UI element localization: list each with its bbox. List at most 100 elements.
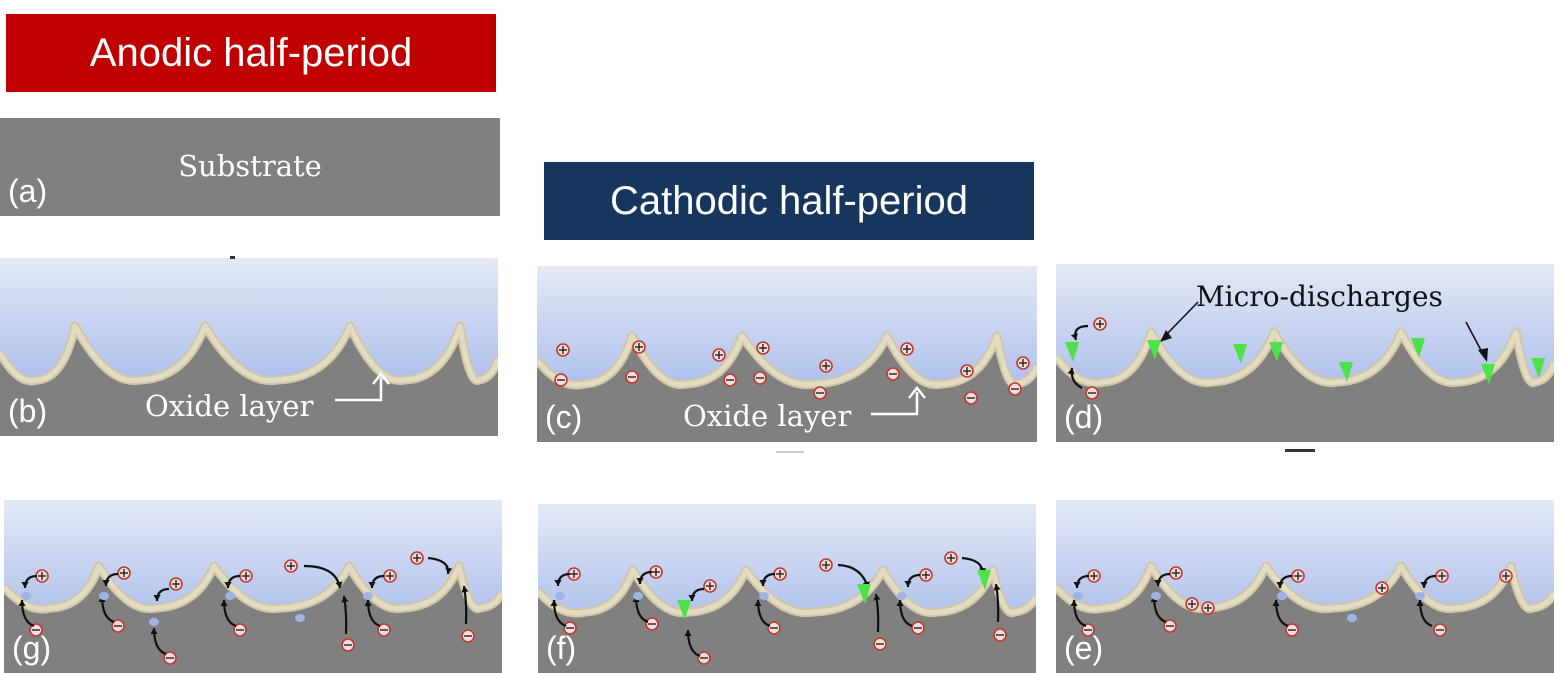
positive-ion-icon <box>960 364 974 378</box>
migration-arrow-icon <box>759 572 776 587</box>
migration-arrow-icon <box>873 593 881 633</box>
pointer-arrow-icon <box>335 371 390 402</box>
negative-ion-icon <box>625 370 639 384</box>
panel-f: (f) <box>538 504 1036 673</box>
migration-arrow-icon <box>1276 574 1293 589</box>
migration-arrow-icon <box>102 572 119 587</box>
micro-discharge-icon <box>1233 344 1247 364</box>
micro-discharges-label: Micro-discharges <box>1196 280 1443 313</box>
pore-dot <box>363 592 373 600</box>
migration-arrow-icon <box>368 574 385 589</box>
panel-e: (e) <box>1056 500 1554 673</box>
pore-dot <box>149 618 159 626</box>
negative-ion-icon <box>1085 386 1099 400</box>
migration-arrow-icon <box>636 570 653 585</box>
negative-ion-icon <box>111 619 125 633</box>
oxide-layer-label: Oxide layer <box>683 399 851 433</box>
negative-ion-icon <box>767 621 781 635</box>
migration-arrow-icon <box>153 587 170 602</box>
negative-ion-icon <box>29 623 43 637</box>
migration-arrow-icon <box>1154 572 1171 587</box>
pore-dot <box>1415 592 1425 600</box>
substrate-text: Substrate <box>178 149 322 183</box>
positive-ion-icon <box>1169 566 1183 580</box>
negative-ion-icon <box>1008 382 1022 396</box>
positive-ion-icon <box>35 569 49 583</box>
positive-ion-icon <box>1093 317 1107 331</box>
migration-arrow-icon <box>427 556 453 575</box>
pore-dot <box>897 592 907 600</box>
pore-dot <box>1347 614 1357 622</box>
migration-arrow-icon <box>993 583 1001 623</box>
negative-ion-icon <box>461 629 475 643</box>
migration-arrow-icon <box>754 599 771 628</box>
positive-ion-icon <box>756 341 770 355</box>
positive-ion-icon <box>712 348 726 362</box>
negative-ion-icon <box>1433 623 1447 637</box>
panel-a: Substrate (a) <box>0 118 500 216</box>
migration-arrow-icon <box>224 574 241 589</box>
migration-arrow-icon <box>341 595 349 635</box>
migration-arrow-icon <box>1073 574 1090 589</box>
migration-arrow-icon <box>684 629 701 658</box>
panel-label-d: (d) <box>1064 399 1104 435</box>
panel-label-f: (f) <box>546 630 577 666</box>
migration-arrow-icon <box>688 587 705 602</box>
substrate-region <box>538 570 1036 673</box>
panel-g: (g) <box>4 500 502 673</box>
migration-arrow-icon <box>904 573 921 588</box>
positive-ion-icon <box>1435 569 1449 583</box>
migration-arrow-icon <box>1070 599 1087 628</box>
positive-ion-icon <box>632 340 646 354</box>
micro-discharge-icon <box>1411 338 1425 358</box>
micro-discharge-icon <box>1065 342 1079 362</box>
negative-ion-icon <box>813 386 827 400</box>
pore-dot <box>633 592 643 600</box>
separator-mark <box>776 451 804 453</box>
pore-dot <box>225 592 235 600</box>
negative-ion-icon <box>645 617 659 631</box>
substrate-region <box>4 566 502 673</box>
migration-arrow-icon <box>550 599 567 628</box>
separator-mark <box>1285 449 1315 452</box>
negative-ion-icon <box>697 651 711 665</box>
negative-ion-icon <box>886 367 900 381</box>
micro-discharge-icon <box>1531 358 1545 378</box>
migration-arrow-icon <box>1416 599 1433 628</box>
negative-ion-icon <box>1285 623 1299 637</box>
positive-ion-icon <box>1375 581 1389 595</box>
negative-ion-icon <box>964 391 978 405</box>
separator-mark <box>230 256 235 259</box>
cathodic-banner: Cathodic half-period <box>544 162 1034 240</box>
positive-ion-icon <box>284 559 298 573</box>
substrate-block: Substrate <box>0 118 500 216</box>
pointer-arrow-icon <box>871 385 926 416</box>
negative-ion-icon <box>1163 619 1177 633</box>
positive-ion-icon <box>383 569 397 583</box>
positive-ion-icon <box>410 551 424 565</box>
micro-discharge-icon <box>1147 340 1161 360</box>
negative-ion-icon <box>753 371 767 385</box>
micro-discharge-icon <box>857 584 871 604</box>
positive-ion-icon <box>556 343 570 357</box>
pore-dot <box>21 592 31 600</box>
positive-ion-icon <box>117 566 131 580</box>
pore-dot <box>295 614 305 622</box>
positive-ion-icon <box>919 568 933 582</box>
positive-ion-icon <box>703 579 717 593</box>
pore-dot <box>555 592 565 600</box>
migration-arrow-icon <box>554 572 571 587</box>
migration-arrow-icon <box>896 599 913 628</box>
positive-ion-icon <box>819 359 833 373</box>
panel-label-c: (c) <box>545 399 583 435</box>
pore-dot <box>759 592 769 600</box>
positive-ion-icon <box>239 569 253 583</box>
migration-arrow-icon <box>303 564 343 589</box>
positive-ion-icon <box>1016 356 1030 370</box>
micro-discharge-icon <box>977 570 991 590</box>
positive-ion-icon <box>1201 601 1215 615</box>
substrate-region <box>1056 332 1554 442</box>
negative-ion-icon <box>723 373 737 387</box>
migration-arrow-icon <box>220 599 237 628</box>
panel-b: Oxide layer (b) <box>0 258 498 436</box>
